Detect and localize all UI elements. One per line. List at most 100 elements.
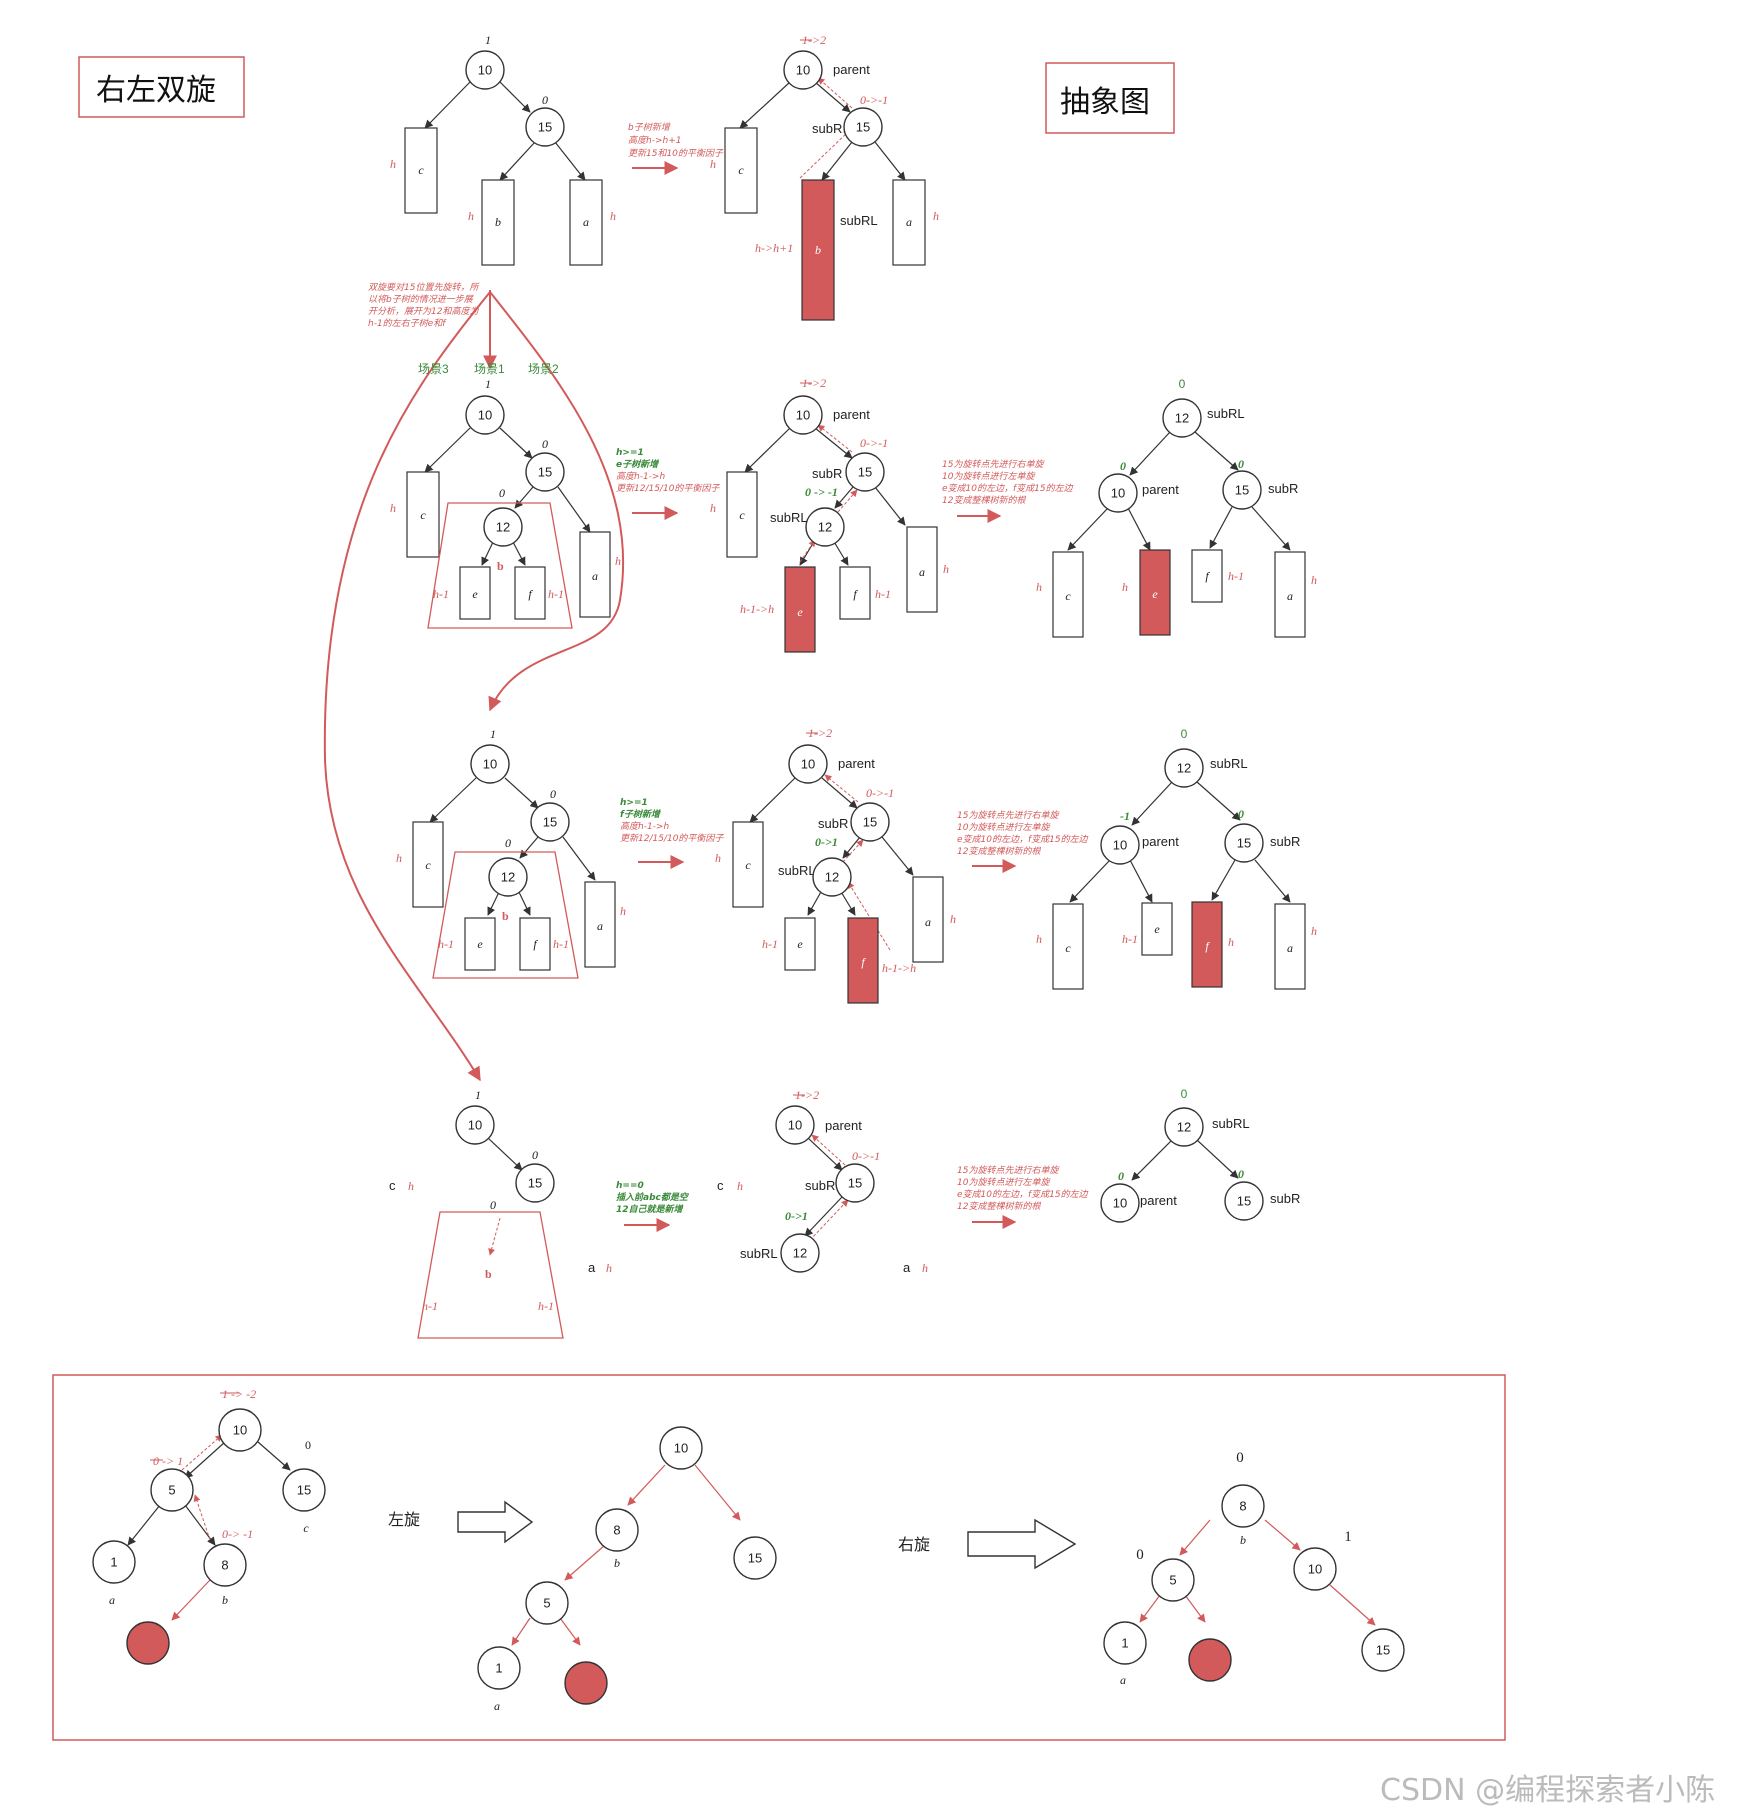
svg-text:12变成整棵树新的根: 12变成整棵树新的根	[942, 495, 1026, 506]
svg-text:更新12/15/10的平衡因子: 更新12/15/10的平衡因子	[620, 833, 724, 844]
subtree-c	[412, 821, 444, 908]
svg-text:subRL: subRL	[740, 1246, 778, 1261]
svg-text:10: 10	[1113, 1196, 1127, 1211]
node-15	[282, 1468, 326, 1512]
svg-text:parent: parent	[825, 1118, 862, 1133]
scenario-curves: 场景3 场景1 场景2	[323, 290, 625, 1082]
svg-text:h-1: h-1	[1122, 932, 1138, 946]
svg-text:subR: subR	[812, 466, 842, 481]
row4-before-tree: 1 10 0 15 c h 0 b h-1 h-1 a h	[389, 1088, 612, 1339]
svg-text:1: 1	[110, 1555, 117, 1570]
svg-text:0: 0	[1118, 1169, 1124, 1183]
new-node	[126, 1621, 170, 1665]
svg-text:h: h	[468, 209, 474, 223]
svg-text:h: h	[737, 1179, 743, 1193]
svg-text:-1: -1	[1120, 809, 1130, 823]
node-12-root	[1164, 748, 1204, 788]
subtree-b	[481, 179, 515, 266]
svg-text:c: c	[739, 508, 745, 522]
svg-text:0: 0	[1179, 377, 1186, 391]
svg-text:e变成10的左边，f变成15的左边: e变成10的左边，f变成15的左边	[957, 834, 1089, 845]
node-10	[1100, 1183, 1140, 1223]
svg-text:更新15和10的平衡因子: 更新15和10的平衡因子	[628, 148, 724, 159]
row4-after-tree: 0 subRL 12 0 parent 10 0 subR 15	[1100, 1087, 1300, 1223]
svg-text:0->-1: 0->-1	[852, 1149, 880, 1163]
svg-text:c: c	[1065, 589, 1071, 603]
svg-text:a: a	[588, 1260, 596, 1275]
node-12	[488, 857, 528, 897]
title-abstract-diagram: 抽象图	[1045, 62, 1175, 134]
svg-text:c: c	[1065, 941, 1071, 955]
node-15	[525, 107, 565, 147]
svg-text:15为旋转点先进行右单旋: 15为旋转点先进行右单旋	[957, 810, 1060, 821]
svg-text:插入前abc都是空: 插入前abc都是空	[616, 1192, 690, 1203]
svg-text:f: f	[528, 587, 533, 601]
svg-text:h-1->h: h-1->h	[882, 961, 916, 975]
example-mid-tree: 10 8 b 15 5 1 a	[477, 1426, 777, 1713]
svg-text:f: f	[861, 955, 866, 969]
svg-text:右旋: 右旋	[898, 1536, 930, 1554]
svg-text:h: h	[933, 209, 939, 223]
svg-text:a: a	[1287, 589, 1293, 603]
svg-text:h>=1: h>=1	[620, 798, 648, 808]
svg-text:f: f	[1205, 569, 1210, 583]
subtree-c	[1052, 551, 1084, 638]
row4-note: h==0 插入前abc都是空 12自己就是新增	[616, 1181, 690, 1232]
svg-text:b: b	[222, 1593, 228, 1607]
svg-text:场景1: 场景1	[474, 362, 505, 376]
svg-text:15为旋转点先进行右单旋: 15为旋转点先进行右单旋	[957, 1165, 1060, 1176]
node-15-subR	[843, 107, 883, 147]
svg-text:10: 10	[478, 63, 492, 78]
svg-text:b: b	[495, 215, 501, 229]
node-10-parent	[775, 1105, 815, 1145]
svg-text:h: h	[943, 562, 949, 576]
svg-text:1->2: 1->2	[795, 1088, 819, 1102]
svg-text:10: 10	[468, 1118, 482, 1133]
node-10	[218, 1408, 262, 1452]
new-node	[1188, 1638, 1232, 1682]
svg-text:h-1: h-1	[538, 1299, 554, 1313]
svg-text:subRL: subRL	[1212, 1116, 1250, 1131]
svg-text:f: f	[1205, 939, 1210, 953]
svg-text:15为旋转点先进行右单旋: 15为旋转点先进行右单旋	[942, 459, 1045, 470]
subtree-a	[579, 531, 611, 618]
node-10	[470, 744, 510, 784]
row2-before-tree: 1 10 0 15 c h 0 12 b e h-1 f h-1 a h	[390, 377, 621, 629]
svg-text:h: h	[615, 554, 621, 568]
svg-text:8: 8	[221, 1558, 228, 1573]
svg-text:h-1: h-1	[875, 587, 891, 601]
left-rotate-arrow: 左旋	[388, 1500, 534, 1544]
svg-text:0: 0	[1238, 457, 1244, 471]
svg-text:10: 10	[1308, 1562, 1322, 1577]
node-12-root	[1162, 398, 1202, 438]
svg-text:0: 0	[1136, 1547, 1144, 1563]
row3-rot-note: 15为旋转点先进行右单旋 10为旋转点进行左单旋 e变成10的左边，f变成15的…	[957, 810, 1089, 873]
row2-note: h>=1 e子树新增 高度h-1->h 更新12/15/10的平衡因子	[616, 448, 720, 520]
svg-text:5: 5	[543, 1596, 550, 1611]
svg-text:1: 1	[485, 377, 491, 391]
svg-text:subR: subR	[1270, 1191, 1300, 1206]
svg-text:h-1: h-1	[433, 587, 449, 601]
subtree-a	[584, 881, 616, 968]
svg-text:12: 12	[793, 1246, 807, 1261]
svg-text:15: 15	[858, 465, 872, 480]
node-8	[595, 1508, 639, 1552]
svg-text:h->h+1: h->h+1	[755, 241, 793, 255]
svg-text:a: a	[597, 919, 603, 933]
svg-text:0: 0	[532, 1148, 538, 1162]
svg-text:0: 0	[550, 787, 556, 801]
svg-text:e变成10的左边，f变成15的左边: e变成10的左边，f变成15的左边	[957, 1189, 1089, 1200]
node-15	[1224, 1181, 1264, 1221]
svg-text:1: 1	[1121, 1636, 1128, 1651]
node-1	[92, 1540, 136, 1584]
node-12-subRL	[812, 857, 852, 897]
title-right-left-rotation: 右左双旋	[78, 56, 245, 118]
svg-text:左旋: 左旋	[388, 1511, 420, 1529]
svg-text:10: 10	[801, 757, 815, 772]
svg-text:10: 10	[483, 757, 497, 772]
svg-text:h-1: h-1	[438, 937, 454, 951]
svg-text:高度h-1->h: 高度h-1->h	[616, 471, 665, 482]
svg-text:更新12/15/10的平衡因子: 更新12/15/10的平衡因子	[616, 483, 720, 494]
svg-text:1 -> -2: 1 -> -2	[222, 1387, 256, 1401]
subtree-c	[1052, 903, 1084, 990]
